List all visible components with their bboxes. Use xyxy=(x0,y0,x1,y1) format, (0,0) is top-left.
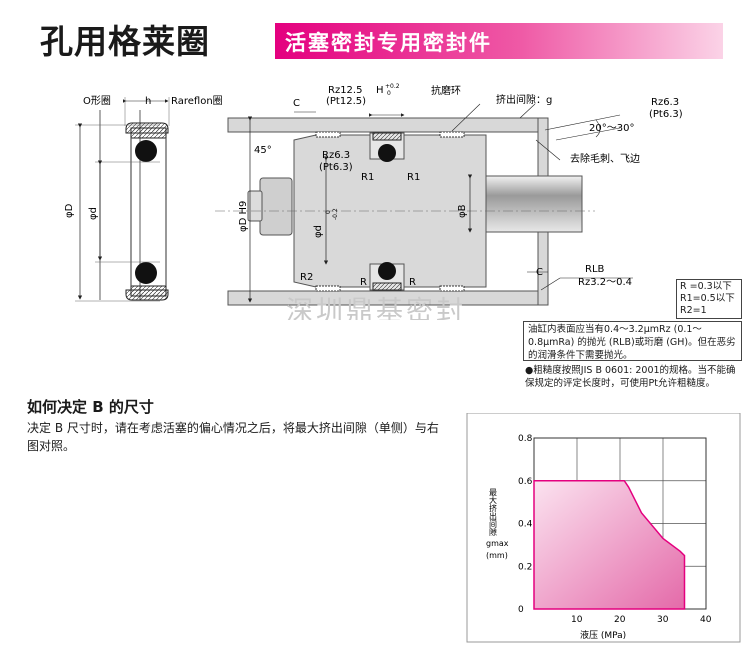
label-rz12: Rz12.5 xyxy=(328,85,362,96)
chart-y-tick-label: 0 xyxy=(518,605,524,615)
label-r1a: R1 xyxy=(361,172,374,183)
label-rlb: RLB xyxy=(585,264,605,275)
label-phi-D-left: φD xyxy=(64,203,75,218)
label-o-ring: O形圈 xyxy=(83,95,111,107)
roughness-note: ●粗糙度按照JIS B 0601: 2001的规格。当不能确保规定的评定长度时，… xyxy=(525,365,736,389)
label-rz63-mid: Rz6.3 xyxy=(322,150,350,161)
label-phi-d-left: φd xyxy=(88,207,99,220)
seal-cross-section xyxy=(75,97,170,302)
label-r1b: R1 xyxy=(407,172,420,183)
seal-drawing: O形圈 h Rareflon圈 φD φd xyxy=(64,83,683,320)
label-angle: 20°～30° xyxy=(589,123,634,134)
chart-svg: 10 20 30 40 0 0.2 0.4 0.6 0.8 最大挤出间隙 gmax (mm) 液… xyxy=(466,412,741,643)
label-phi-B: φB xyxy=(457,204,468,218)
label-rz-range: Rz3.2～0.4 xyxy=(578,277,632,288)
chart-x-tick-label: 30 xyxy=(657,615,669,625)
page-title: 孔用格莱圈 xyxy=(40,22,210,61)
label-rz63-right: Rz6.3 xyxy=(651,97,679,108)
label-h: h xyxy=(145,96,151,107)
chart-y-tick-label: 0.4 xyxy=(518,520,533,530)
surface-note: 油缸内表面应当有0.4～3.2μmRz (0.1～0.8μmRa) 的抛光 (R… xyxy=(523,321,742,361)
label-d-tol-b: -0.2 xyxy=(332,208,339,220)
label-rareflon: Rareflon圈 xyxy=(171,95,223,107)
label-deburr: 去除毛刺、飞边 xyxy=(570,152,640,165)
radius-line-1: R =0.3以下 xyxy=(680,281,732,292)
extrusion-gap-chart: 10 20 30 40 0 0.2 0.4 0.6 0.8 最大挤出间隙 gmax (mm) 液… xyxy=(466,412,741,647)
chart-x-tick-label: 10 xyxy=(571,615,583,625)
label-c-bottom: C xyxy=(536,267,543,278)
label-gap: 挤出间隙：g xyxy=(496,93,552,106)
label-phi-d-tol: φd xyxy=(313,225,324,238)
label-pt63-mid: (Pt6.3) xyxy=(319,162,353,173)
label-h-tol: H xyxy=(376,85,384,96)
section-title: 如何决定 B 的尺寸 xyxy=(27,398,154,416)
chart-x-tick-label: 20 xyxy=(614,615,626,625)
radius-box: R =0.3以下 R1=0.5以下 R2=1 xyxy=(676,279,742,319)
label-r-a: R xyxy=(360,277,367,288)
header-banner: 活塞密封专用密封件 xyxy=(275,23,723,59)
radius-line-2: R1=0.5以下 xyxy=(680,293,735,304)
chart-ylabel-symbol: gmax xyxy=(486,539,509,548)
label-wear-ring: 抗磨环 xyxy=(431,84,461,97)
label-c-top: C xyxy=(293,98,300,109)
section-body: 决定 B 尺寸时，请在考虑活塞的偏心情况之后，将最大挤出间隙（单侧）与右图对照。 xyxy=(27,421,439,453)
label-h-zero: 0 xyxy=(387,90,391,97)
cylinder-body xyxy=(215,103,633,306)
chart-y-tick-label: 0.2 xyxy=(518,562,532,572)
label-d-tol-a: 0 xyxy=(325,210,332,214)
label-h-plus: +0.2 xyxy=(385,83,400,90)
label-r2: R2 xyxy=(300,272,313,283)
banner-text: 活塞密封专用密封件 xyxy=(285,31,492,55)
watermark-text: 深圳鼎基密封 xyxy=(286,296,466,320)
chart-xlabel: 液压 (MPa) xyxy=(580,629,626,641)
chart-ylabel-unit: (mm) xyxy=(486,551,508,560)
radius-line-3: R2=1 xyxy=(680,305,707,316)
chart-y-tick-label: 0.6 xyxy=(518,477,533,487)
chart-x-tick-label: 40 xyxy=(700,615,712,625)
label-pt63-right: (Pt6.3) xyxy=(649,109,683,120)
chart-y-tick-label: 0.8 xyxy=(518,434,533,444)
chart-series-area xyxy=(533,480,686,610)
label-45deg: 45° xyxy=(254,145,272,156)
label-pt12: (Pt12.5) xyxy=(326,96,366,107)
chart-ylabel-vertical: 最大挤出间隙 xyxy=(489,488,498,536)
label-phi-DH9: φD H9 xyxy=(238,201,249,232)
label-r-b: R xyxy=(409,277,416,288)
